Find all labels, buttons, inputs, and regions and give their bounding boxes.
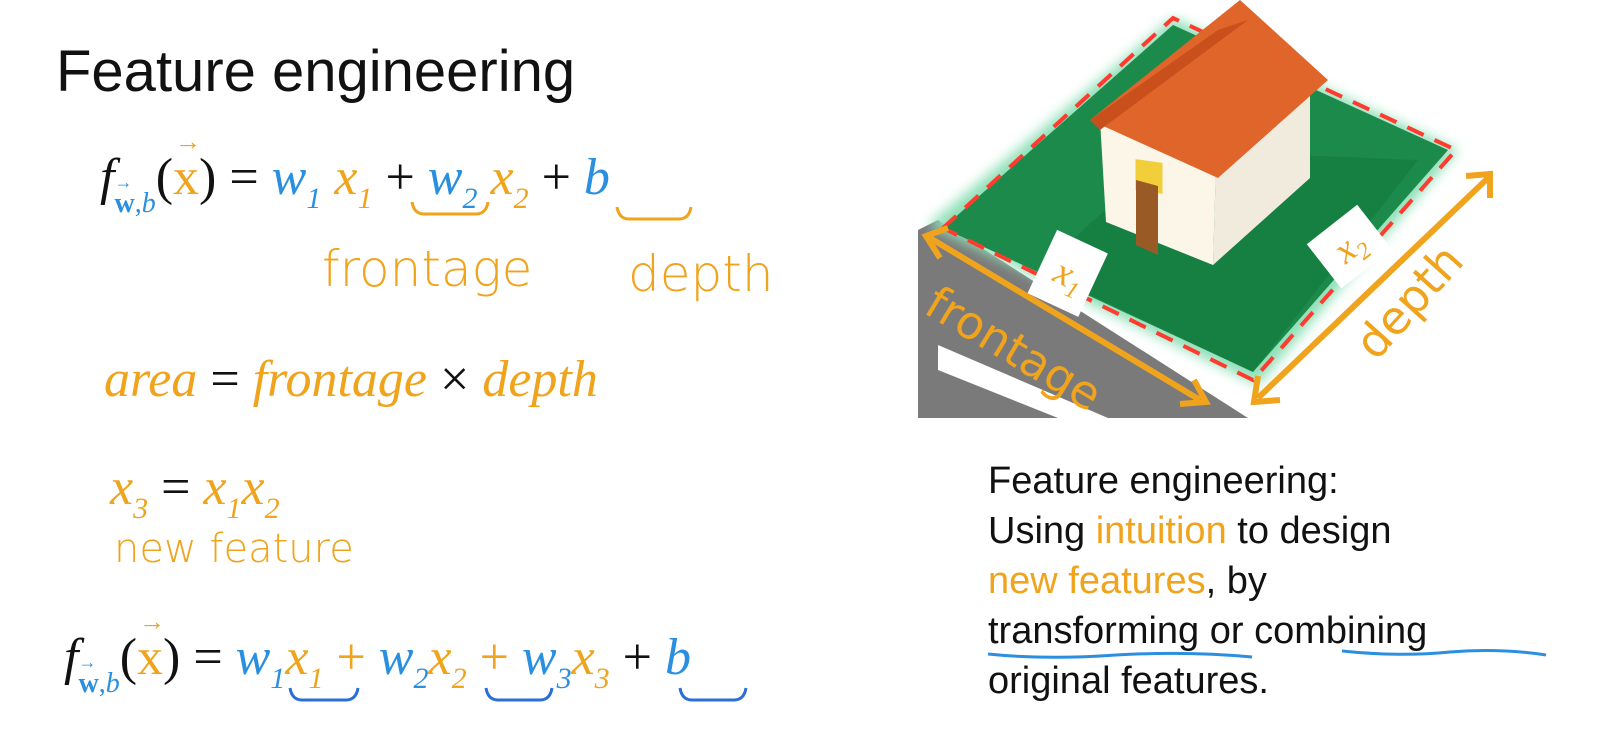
underline-combining <box>1341 649 1547 657</box>
underbrace-w2 <box>484 687 554 702</box>
x2-term: x2 <box>490 149 529 215</box>
frontage-arrow <box>928 235 1202 403</box>
underbrace-x2 <box>615 206 693 221</box>
definition-line-2: Using intuition to design <box>988 510 1392 552</box>
combining-word: combining <box>1254 610 1428 652</box>
definition-line-3: new features, by <box>988 560 1267 602</box>
x-vector: x→ <box>173 127 202 206</box>
definition-line-5: original features. <box>988 660 1269 702</box>
definition-line-1: Feature engineering: <box>988 460 1339 502</box>
underline-transforming <box>987 651 1253 659</box>
definition-text: Feature engineering: Using intuition to … <box>988 456 1588 706</box>
w2-term: w2 <box>427 149 478 215</box>
house-lot-illustration: x1 x2 frontage depth <box>918 0 1493 418</box>
vector-arrow: → <box>139 607 166 636</box>
x1-term: x1 <box>334 149 373 215</box>
bias-term: b <box>583 149 610 206</box>
page-title: Feature engineering <box>56 39 576 104</box>
w1-term: w1 <box>271 149 322 215</box>
area-equation: area = frontage × depth <box>104 351 598 408</box>
house-door <box>1136 180 1158 255</box>
underbrace-w1 <box>288 687 360 702</box>
frontage-annotation: frontage <box>322 240 533 298</box>
vector-arrow: → <box>78 652 97 672</box>
depth-arrow <box>1255 175 1491 401</box>
road <box>918 220 1248 418</box>
house-roof <box>1090 0 1328 178</box>
function-symbol: f <box>100 149 115 206</box>
transforming-word: transforming <box>988 610 1200 652</box>
new-feature-equation: x3 = x1x2 <box>110 459 280 525</box>
new-feature-note: new feature <box>114 526 354 572</box>
definition-line-4: transforming or combining <box>988 610 1428 652</box>
underbrace-x1 <box>410 201 490 216</box>
vector-arrow: → <box>114 172 133 192</box>
vector-arrow: → <box>175 127 202 156</box>
underbrace-w3 <box>678 687 748 702</box>
function-subscript: w→,b <box>114 172 156 219</box>
expanded-model-equation: fw→,b(x→) = w1x1 + w2x2 + w3x3 + b <box>64 607 691 699</box>
depth-annotation: depth <box>628 245 774 303</box>
model-equation: fw→,b(x→) = w1 x1 + w2 x2 + b <box>100 127 610 219</box>
